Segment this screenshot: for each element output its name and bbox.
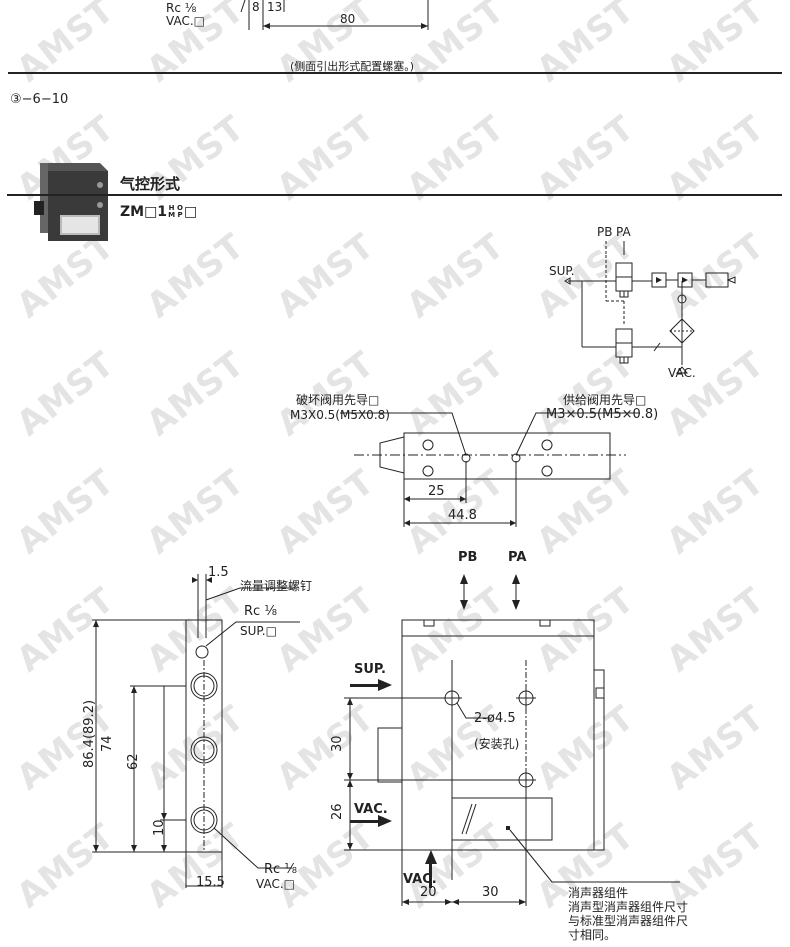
side-view-drawing — [92, 574, 300, 888]
silencer-label: 消声器组件 — [568, 886, 629, 900]
side-rc-top: Rc ⅛ — [244, 604, 277, 619]
side-width-155: 15.5 — [196, 875, 225, 890]
side-dim-15: 1.5 — [208, 565, 229, 580]
circuit-vac: VAC. — [668, 366, 696, 380]
top-dim-8: 8 — [252, 0, 260, 14]
model-sub-top: O — [177, 204, 183, 212]
front-vac: VAC. — [354, 802, 388, 817]
top-view-drawing — [340, 412, 640, 527]
front-pb: PB — [458, 550, 478, 565]
model-sub-bottom: P — [177, 211, 183, 219]
watermark-text: AMST — [139, 225, 253, 327]
top-rc-label: Rc ⅛ — [166, 1, 197, 15]
section-title: 气控形式 — [120, 175, 181, 193]
side-rc-bottom: Rc ⅛ — [264, 862, 297, 877]
section-id: ③−6−10 — [10, 92, 69, 107]
top-dim-80: 80 — [340, 12, 356, 26]
right-thread-label: M3×0.5(M5×0.8) — [546, 407, 659, 422]
front-dim-26: 26 — [330, 803, 345, 820]
flow-screw-label: 流量调整螺钉 — [240, 579, 313, 593]
right-pilot-label: 供给阀用先导□ — [563, 393, 647, 407]
pneumatic-circuit — [564, 241, 736, 374]
front-dim-20: 20 — [420, 885, 437, 900]
front-pa: PA — [508, 550, 527, 565]
top-partial-drawing — [8, 0, 782, 74]
watermark-text: AMST — [9, 343, 123, 445]
side-sup-label: SUP.□ — [240, 624, 277, 638]
model-prefix: ZM□1 — [120, 204, 168, 220]
watermark-text: AMST — [139, 461, 253, 563]
watermark-text: AMST — [659, 461, 773, 563]
circuit-sup: SUP. — [549, 264, 575, 278]
front-sup: SUP. — [354, 662, 386, 677]
circuit-pa: PA — [616, 225, 631, 239]
watermark-text: AMST — [269, 225, 383, 327]
section-rule — [7, 194, 782, 196]
silencer-note-3: 寸相同。 — [568, 928, 617, 942]
product-photo — [34, 163, 108, 241]
silencer-note-2: 与标准型消声器组件尺 — [568, 914, 689, 928]
side-height-total: 86.4(89.2) — [82, 699, 97, 768]
side-vac-label: VAC.□ — [256, 877, 295, 891]
top-note: (侧面引出形式配置螺塞。) — [290, 60, 415, 73]
model-sup-bottom: M — [168, 211, 176, 219]
model-suffix: □ — [183, 204, 198, 220]
watermark-text: AMST — [399, 225, 513, 327]
front-view-drawing — [344, 574, 680, 906]
top-dim-25: 25 — [428, 484, 445, 499]
left-thread-label: M3X0.5(M5X0.8) — [290, 408, 390, 422]
side-dim-10: 10 — [152, 819, 167, 836]
top-dim-448: 44.8 — [448, 508, 477, 523]
watermark-text: AMST — [139, 343, 253, 445]
side-dim-62: 62 — [126, 753, 141, 770]
circuit-pb: PB — [597, 225, 613, 239]
front-vac-bottom: VAC. — [403, 872, 437, 887]
mount-hole-note: (安装孔) — [474, 737, 520, 751]
left-pilot-label: 破坏阀用先导□ — [296, 393, 380, 407]
top-vac-label: VAC.□ — [166, 14, 205, 28]
front-dim-30h: 30 — [482, 885, 499, 900]
model-sup-top: H — [168, 204, 175, 212]
front-dim-30v: 30 — [330, 735, 345, 752]
silencer-note-1: 消声型消声器组件尺寸 — [568, 900, 689, 914]
top-dim-13: 13 — [267, 0, 283, 14]
side-dim-74: 74 — [100, 735, 115, 752]
watermark-text: AMST — [9, 461, 123, 563]
mount-hole-label: 2-ø4.5 — [474, 711, 516, 726]
